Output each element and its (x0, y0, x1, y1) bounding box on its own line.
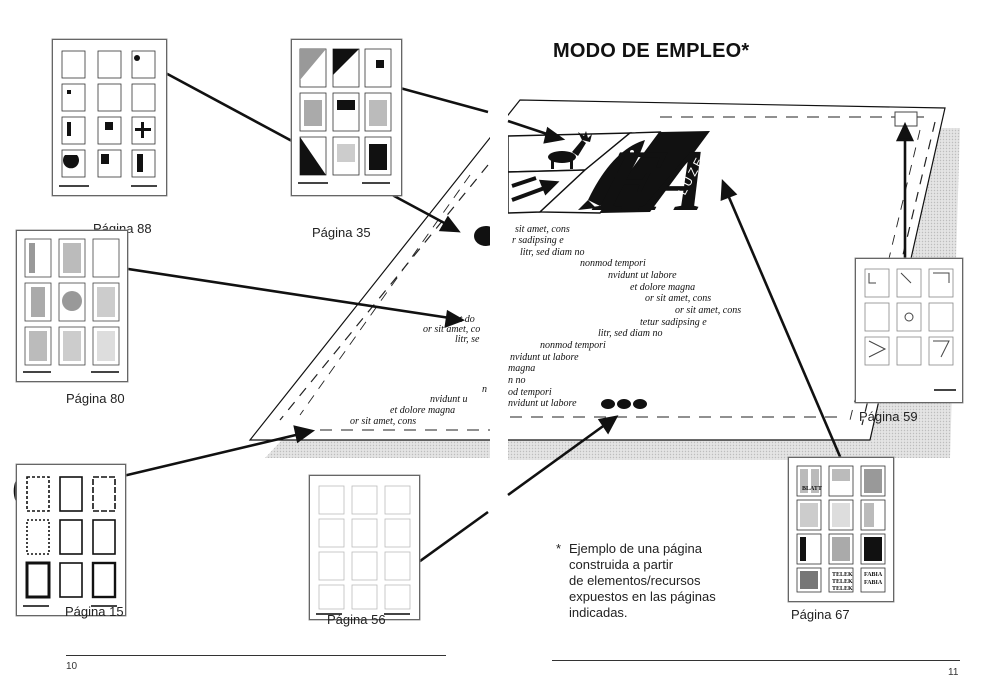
svg-text:nvidunt ut labore: nvidunt ut labore (608, 270, 677, 281)
svg-text:FABIA: FABIA (864, 580, 883, 586)
svg-text:or sit amet, cons: or sit amet, cons (350, 416, 416, 427)
svg-text:BLATT: BLATT (802, 486, 822, 492)
svg-text:or sit amet, cons: or sit amet, cons (675, 305, 741, 316)
svg-text:TELEK: TELEK (832, 579, 853, 585)
corner-mark (894, 111, 918, 127)
svg-text:et dolore magna: et dolore magna (390, 405, 455, 416)
thumbnail-page-35 (291, 39, 402, 196)
fish-icon (578, 140, 645, 210)
svg-text:or sit amet, co: or sit amet, co (423, 324, 480, 335)
page-number-left: 10 (66, 661, 78, 672)
svg-text:nvidunt u: nvidunt u (430, 394, 468, 405)
thumbnail-page-56 (309, 475, 420, 620)
svg-text:nvidunt ut labore: nvidunt ut labore (510, 352, 579, 363)
svg-text:r sadipsing e: r sadipsing e (512, 235, 564, 246)
svg-text:n no: n no (508, 375, 526, 386)
thumbnail-page-67: BLATT TELEK TELEK TELEK FABIA FABIA (788, 457, 894, 602)
footnote-text: Ejemplo de una página construida a parti… (569, 541, 716, 620)
caption-page-59: Página 59 (859, 409, 918, 424)
footnote-marker: * (556, 541, 562, 556)
logo-black-band (600, 131, 710, 213)
sample-page-left (248, 136, 490, 441)
svg-text:magna: magna (508, 363, 535, 374)
svg-text:nonmod tempori: nonmod tempori (540, 340, 606, 351)
svg-text:litr, se: litr, se (455, 334, 480, 345)
svg-text:FABIA: FABIA (864, 572, 883, 578)
caption-page-67: Página 67 (791, 607, 850, 622)
deer-icon (548, 131, 592, 169)
svg-text:et do: et do (455, 314, 475, 325)
svg-text:litr, sed diam no: litr, sed diam no (598, 328, 662, 339)
svg-text:TELEK: TELEK (832, 586, 853, 592)
svg-text:et dolore magna: et dolore magna (630, 282, 695, 293)
footer-rule-left (66, 655, 446, 656)
folio-marker (601, 399, 647, 409)
caption-page-56: Página 56 (327, 612, 386, 627)
page-title: MODO DE EMPLEO* (553, 40, 750, 62)
thumbnail-page-80 (16, 230, 128, 382)
body-text-left: et do or sit amet, co litr, se n nvidunt… (350, 314, 487, 427)
thumbnail-page-88 (52, 39, 167, 196)
caption-page-80: Página 80 (66, 391, 125, 406)
body-text-right: sit amet, cons r sadipsing e litr, sed d… (508, 224, 741, 409)
arrows-icon (511, 176, 560, 202)
svg-text:sit amet, cons: sit amet, cons (515, 224, 570, 235)
svg-text:TELEK: TELEK (832, 572, 853, 578)
svg-text:nvidunt ut labore: nvidunt ut labore (508, 398, 577, 409)
svg-text:nonmod tempori: nonmod tempori (580, 258, 646, 269)
svg-text:tetur sadipsing e: tetur sadipsing e (640, 317, 707, 328)
svg-text:od tempori: od tempori (508, 387, 552, 398)
footer-rule-right (552, 660, 960, 661)
thumbnail-page-59 (855, 258, 963, 403)
svg-text:or sit amet, cons: or sit amet, cons (645, 293, 711, 304)
caption-page-35: Página 35 (312, 225, 371, 240)
caption-page-15: Página 15 (65, 604, 124, 619)
svg-text:litr, sed diam no: litr, sed diam no (520, 247, 584, 258)
thumbnail-page-15 (16, 464, 126, 616)
page-number-right: 11 (948, 667, 959, 678)
svg-text:n: n (482, 384, 487, 395)
